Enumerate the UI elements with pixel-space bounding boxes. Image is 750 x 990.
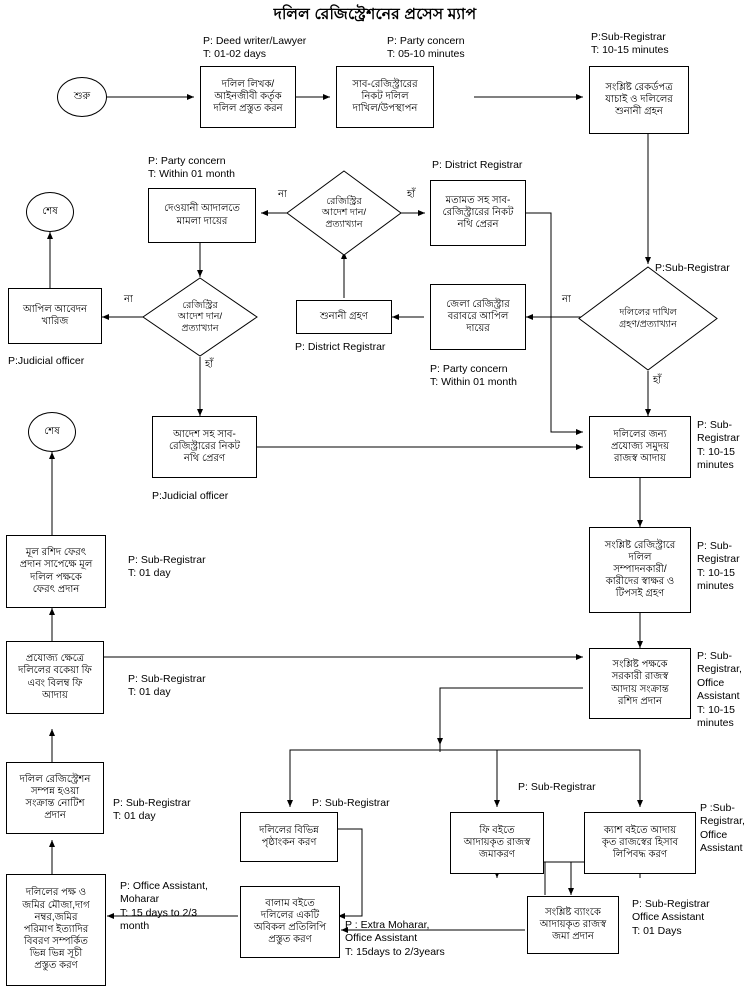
node-registration-complete-notice-label: দলিল রেজিস্ট্রেশন সম্পন্ন হওয়া সংক্রান্…	[19, 773, 91, 822]
node-prepare-indexes[interactable]: দলিলের পক্ষ ও জমির মৌজা,দাগ নম্বর,জমির প…	[6, 874, 106, 986]
node-end-2[interactable]: শেষ	[28, 412, 76, 452]
node-return-original-deed[interactable]: মূল রশিদ ফেরৎ প্রদান সাপেক্ষে মূল দলিল প…	[6, 535, 106, 608]
node-bank-deposit[interactable]: সংশ্লিষ্ট ব্যাংকে আদায়কৃত রাজস্ব জমা প্…	[527, 896, 619, 954]
node-submit-to-sub-registrar-label: সাব-রেজিস্ট্রারের নিকট দলিল দাখিল/উপস্থা…	[352, 78, 418, 115]
annotation-party-concern-2: P: Party concern T: Within 01 month	[148, 155, 235, 181]
annotation-sub-registrar-1: P:Sub-Registrar T: 10-15 minutes	[591, 31, 669, 57]
annotation-sub-registrar-office-assistant-1: P: Sub- Registrar, Office Assistant T: 1…	[697, 650, 742, 730]
node-page-endorsement-label: দলিলের বিভিন্ন পৃষ্ঠাংকন করণ	[259, 824, 319, 848]
node-decision-registry-order-1-label: রেজিস্ট্রির আদেশ দান/ প্রত্যাখ্যান	[321, 195, 367, 230]
node-civil-court-case[interactable]: দেওয়ানী আদালতে মামলা দায়ের	[148, 188, 256, 243]
annotation-sub-registrar-4: P: Sub- Registrar T: 10-15 minutes	[697, 540, 740, 593]
annotation-deed-writer: P: Deed writer/Lawyer T: 01-02 days	[203, 35, 307, 61]
node-start[interactable]: শুরু	[57, 77, 107, 117]
node-start-label: শুরু	[73, 91, 91, 102]
annotation-sub-registrar-8: P: Sub-Registrar	[312, 797, 390, 809]
annotation-extra-moharar: P : Extra Moharar, Office Assistant T: 1…	[345, 919, 445, 958]
node-decision-accept-submission-label: দলিলের দাখিল গ্রহণ/প্রত্যাখ্যান	[619, 307, 677, 330]
node-signatures-fingerprints-label: সংশ্লিষ্ট রেজিস্ট্রারে দলিল সম্পাদনকারী/…	[604, 539, 676, 600]
branch-label-no-2: না	[123, 294, 134, 305]
branch-label-yes-2: হাঁ	[204, 359, 215, 370]
annotation-judicial-officer-2: P:Judicial officer	[152, 490, 229, 502]
branch-label-yes-3: হাঁ	[652, 375, 663, 386]
annotation-sub-registrar-7: P: Sub-Registrar T: 01 day	[113, 797, 191, 823]
node-end-1-label: শেষ	[42, 206, 58, 217]
node-decision-registry-order-2[interactable]: রেজিস্ট্রির আদেশ দান/ প্রত্যাখ্যান	[142, 277, 258, 357]
node-appeal-district-registrar-label: জেলা রেজিস্ট্রার বরাবরে আপিল দায়ের	[446, 298, 510, 335]
annotation-sub-registrar-2: P:Sub-Registrar	[655, 262, 730, 274]
node-signatures-fingerprints[interactable]: সংশ্লিষ্ট রেজিস্ট্রারে দলিল সম্পাদনকারী/…	[589, 527, 691, 613]
node-return-original-deed-label: মূল রশিদ ফেরৎ প্রদান সাপেক্ষে মূল দলিল প…	[19, 547, 93, 595]
node-send-file-with-order[interactable]: আদেশ সহ সাব- রেজিস্ট্রারের নিকট নথি প্রে…	[152, 416, 257, 478]
node-issue-revenue-receipt-label: সংশ্লিষ্ট পক্ষকে সরকারী রাজস্ব আদায় সংক…	[611, 659, 669, 707]
node-end-1[interactable]: শেষ	[26, 192, 74, 232]
diamond-shape-icon	[578, 266, 718, 371]
diamond-shape-icon	[142, 277, 258, 357]
node-deed-prepare[interactable]: দলিল লিখক/ আইনজীবী কর্তৃক দলিল প্রস্তুত …	[200, 66, 296, 128]
node-collect-revenue-label: দলিলের জন্য প্রযোজ্য সমুদয় রাজস্ব আদায়	[610, 428, 670, 465]
node-submit-to-sub-registrar[interactable]: সাব-রেজিস্ট্রারের নিকট দলিল দাখিল/উপস্থা…	[336, 66, 434, 128]
node-hearing[interactable]: শুনানী গ্রহণ	[296, 300, 392, 334]
node-decision-registry-order-1[interactable]: রেজিস্ট্রির আদেশ দান/ প্রত্যাখ্যান	[286, 170, 402, 256]
node-appeal-district-registrar[interactable]: জেলা রেজিস্ট্রার বরাবরে আপিল দায়ের	[430, 284, 526, 350]
node-fee-book-entry-label: ফি বইতে আদায়কৃত রাজস্ব জমাকরণ	[463, 824, 531, 861]
node-balam-book-copy-label: বালাম বইতে দলিলের একটি অবিকল প্রতিলিপি প…	[253, 897, 327, 946]
annotation-office-assistant-moharar: P: Office Assistant, Moharar T: 15 days …	[120, 880, 208, 933]
annotation-district-registrar-1: P: District Registrar	[432, 159, 523, 171]
node-collect-revenue[interactable]: দলিলের জন্য প্রযোজ্য সমুদয় রাজস্ব আদায়	[589, 416, 691, 478]
node-decision-registry-order-2-label: রেজিস্ট্রির আদেশ দান/ প্রত্যাখ্যান	[177, 299, 223, 334]
node-verify-records-hearing-label: সংশ্লিষ্ট রেকর্ডপত্র যাচাই ও দলিলের শুনা…	[605, 81, 673, 118]
annotation-sub-registrar-5: P: Sub-Registrar T: 01 day	[128, 554, 206, 580]
node-send-file-with-opinion-label: মতামত সহ সাব- রেজিস্ট্রারের নিকট নথি প্র…	[442, 194, 514, 231]
node-collect-arrears-fee-label: প্রযোজ্য ক্ষেত্রে দলিলের বকেয়া ফি এবং ব…	[18, 653, 92, 701]
annotation-party-concern-1: P: Party concern T: 05-10 minutes	[387, 35, 465, 61]
node-decision-accept-submission[interactable]: দলিলের দাখিল গ্রহণ/প্রত্যাখ্যান	[578, 266, 718, 371]
node-cash-book-entry-label: ক্যাশ বইতে আদায় কৃত রাজস্বের হিসাব লিপি…	[601, 824, 679, 861]
annotation-district-registrar-2: P: District Registrar	[295, 341, 386, 353]
node-hearing-label: শুনানী গ্রহণ	[320, 310, 368, 322]
branch-label-no-1: না	[277, 189, 288, 200]
annotation-judicial-officer-1: P:Judicial officer	[8, 355, 85, 367]
node-page-endorsement[interactable]: দলিলের বিভিন্ন পৃষ্ঠাংকন করণ	[240, 812, 338, 862]
node-civil-court-case-label: দেওয়ানী আদালতে মামলা দায়ের	[164, 203, 240, 227]
node-issue-revenue-receipt[interactable]: সংশ্লিষ্ট পক্ষকে সরকারী রাজস্ব আদায় সংক…	[589, 648, 691, 719]
node-appeal-rejected-label: আপিল আবেদন খারিজ	[22, 303, 87, 327]
node-end-2-label: শেষ	[44, 426, 60, 437]
node-send-file-with-order-label: আদেশ সহ সাব- রেজিস্ট্রারের নিকট নথি প্রে…	[169, 428, 240, 465]
node-appeal-rejected[interactable]: আপিল আবেদন খারিজ	[8, 288, 102, 344]
node-send-file-with-opinion[interactable]: মতামত সহ সাব- রেজিস্ট্রারের নিকট নথি প্র…	[430, 180, 526, 246]
node-registration-complete-notice[interactable]: দলিল রেজিস্ট্রেশন সম্পন্ন হওয়া সংক্রান্…	[6, 762, 104, 834]
annotation-sub-registrar-office-assistant-2: P :Sub- Registrar, Office Assistant	[700, 802, 745, 855]
node-bank-deposit-label: সংশ্লিষ্ট ব্যাংকে আদায়কৃত রাজস্ব জমা প্…	[539, 906, 607, 943]
page-title: দলিল রেজিস্ট্রেশনের প্রসেস ম্যাপ	[273, 6, 477, 23]
branch-label-yes-1: হাঁ	[406, 189, 417, 200]
node-fee-book-entry[interactable]: ফি বইতে আদায়কৃত রাজস্ব জমাকরণ	[450, 812, 544, 874]
annotation-sub-registrar-office-assistant-3: P: Sub-Registrar Office Assistant T: 01 …	[632, 898, 710, 937]
annotation-sub-registrar-6: P: Sub-Registrar T: 01 day	[128, 673, 206, 699]
node-deed-prepare-label: দলিল লিখক/ আইনজীবী কর্তৃক দলিল প্রস্তুত …	[213, 78, 283, 115]
branch-label-no-3: না	[561, 294, 572, 305]
node-cash-book-entry[interactable]: ক্যাশ বইতে আদায় কৃত রাজস্বের হিসাব লিপি…	[584, 812, 696, 874]
node-balam-book-copy[interactable]: বালাম বইতে দলিলের একটি অবিকল প্রতিলিপি প…	[240, 886, 340, 958]
annotation-sub-registrar-3: P: Sub- Registrar T: 10-15 minutes	[697, 419, 740, 472]
annotation-party-concern-3: P: Party concern T: Within 01 month	[430, 363, 517, 389]
node-verify-records-hearing[interactable]: সংশ্লিষ্ট রেকর্ডপত্র যাচাই ও দলিলের শুনা…	[589, 66, 689, 134]
node-prepare-indexes-label: দলিলের পক্ষ ও জমির মৌজা,দাগ নম্বর,জমির প…	[22, 887, 90, 972]
node-collect-arrears-fee[interactable]: প্রযোজ্য ক্ষেত্রে দলিলের বকেয়া ফি এবং ব…	[6, 641, 104, 714]
annotation-sub-registrar-9: P: Sub-Registrar	[518, 781, 596, 793]
